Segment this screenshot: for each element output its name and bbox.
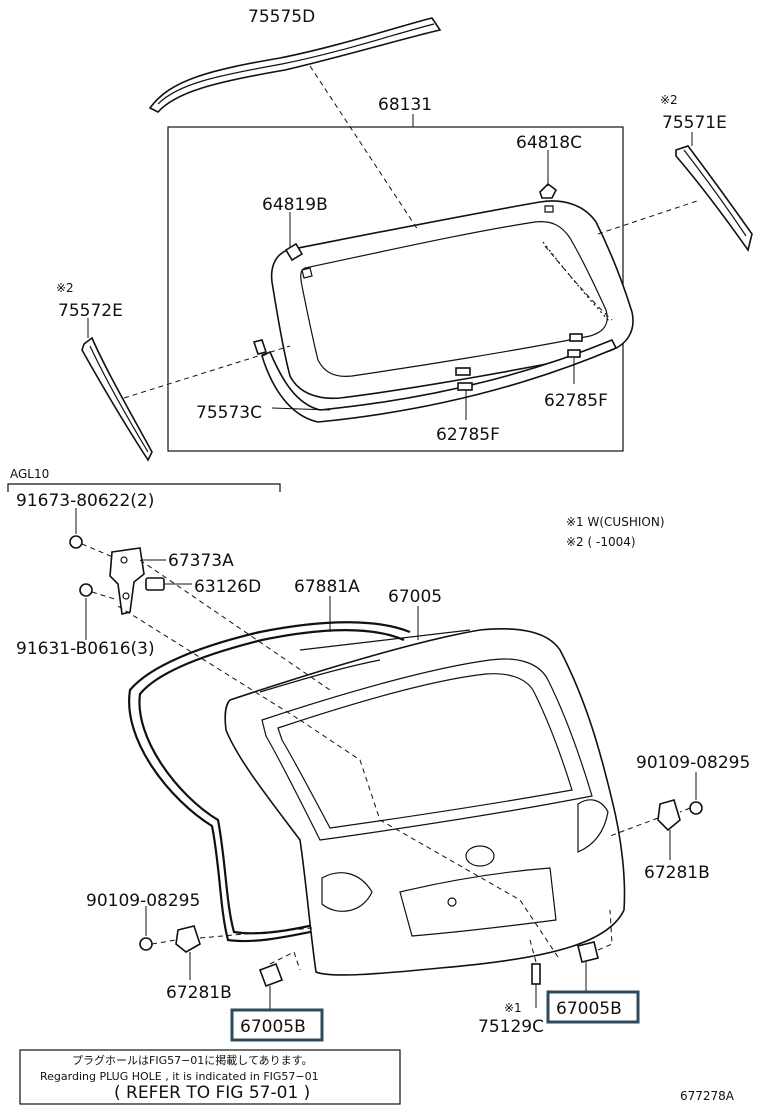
- bolt-91673: [69, 535, 83, 549]
- reference-notice-box: [19, 1049, 401, 1105]
- label-64819B: 64819B: [262, 195, 328, 215]
- clip-64818C: [539, 182, 558, 199]
- label-91673-80622: 91673-80622(2): [16, 491, 154, 511]
- label-67281B-left: 67281B: [166, 983, 232, 1003]
- bumper-67281B-right: [657, 799, 681, 832]
- garnish-75571E: [675, 145, 753, 252]
- notice-line-japanese: プラグホールはFIG57−01に掲載してあります。: [72, 1053, 313, 1067]
- bumper-67281B-left: [175, 925, 201, 953]
- weatherstrip-67881A: [128, 621, 411, 943]
- label-64818C: 64818C: [516, 133, 582, 153]
- label-90109-08295-right: 90109-08295: [636, 753, 750, 773]
- label-75575D: 75575D: [248, 7, 315, 27]
- footnote-1: ※1 W(CUSHION): [566, 515, 665, 529]
- spacer-62785F-a: [567, 349, 581, 358]
- clip-90109-left: [139, 937, 153, 951]
- label-agl10: AGL10: [10, 467, 49, 481]
- cushion-63126D: [145, 577, 165, 591]
- label-67005: 67005: [388, 587, 442, 607]
- note-mark-2-left: ※2: [56, 281, 74, 295]
- molding-75573C: [261, 338, 618, 423]
- cushion-67005B-left: [258, 962, 284, 988]
- note-mark-2-right: ※2: [660, 93, 678, 107]
- label-75129C: 75129C: [478, 1017, 544, 1037]
- bolt-91631: [79, 583, 93, 597]
- label-75572E: 75572E: [58, 301, 123, 321]
- label-67373A: 67373A: [168, 551, 234, 571]
- label-67005B-right: 67005B: [556, 999, 622, 1019]
- label-75573C: 75573C: [196, 403, 262, 423]
- cushion-75129C: [531, 963, 541, 985]
- emblem: [465, 845, 495, 867]
- diagram-id: 677278A: [680, 1089, 735, 1103]
- cushion-67005B-right: [577, 941, 599, 963]
- back-door-67005: [224, 628, 626, 976]
- molding-75575D: [148, 17, 442, 113]
- clip-90109-right: [689, 801, 703, 815]
- hinge-bracket-67373A: [109, 547, 145, 615]
- label-67881A: 67881A: [294, 577, 360, 597]
- note-mark-1: ※1: [504, 1001, 522, 1015]
- notice-reference-fig: ( REFER TO FIG 57-01 ): [114, 1083, 310, 1103]
- clip-75573C-left: [252, 339, 268, 355]
- label-67005B-left: 67005B: [240, 1017, 306, 1037]
- highlight-box-67005B-right: [546, 990, 640, 1024]
- label-67281B-right: 67281B: [644, 863, 710, 883]
- label-68131: 68131: [378, 95, 432, 115]
- back-window-glass-68131: [270, 200, 634, 400]
- highlight-box-67005B-left: [230, 1008, 324, 1042]
- label-75571E: 75571E: [662, 113, 727, 133]
- label-62785F-right: 62785F: [544, 391, 608, 411]
- footnote-2: ※2 ( -1004): [566, 535, 636, 549]
- label-62785F-center: 62785F: [436, 425, 500, 445]
- label-63126D: 63126D: [194, 577, 261, 597]
- notice-line-english: Regarding PLUG HOLE , it is indicated in…: [40, 1070, 319, 1083]
- label-91631-B0616: 91631-B0616(3): [16, 639, 155, 659]
- label-90109-08295-left: 90109-08295: [86, 891, 200, 911]
- spacer-62785F-b: [457, 382, 473, 391]
